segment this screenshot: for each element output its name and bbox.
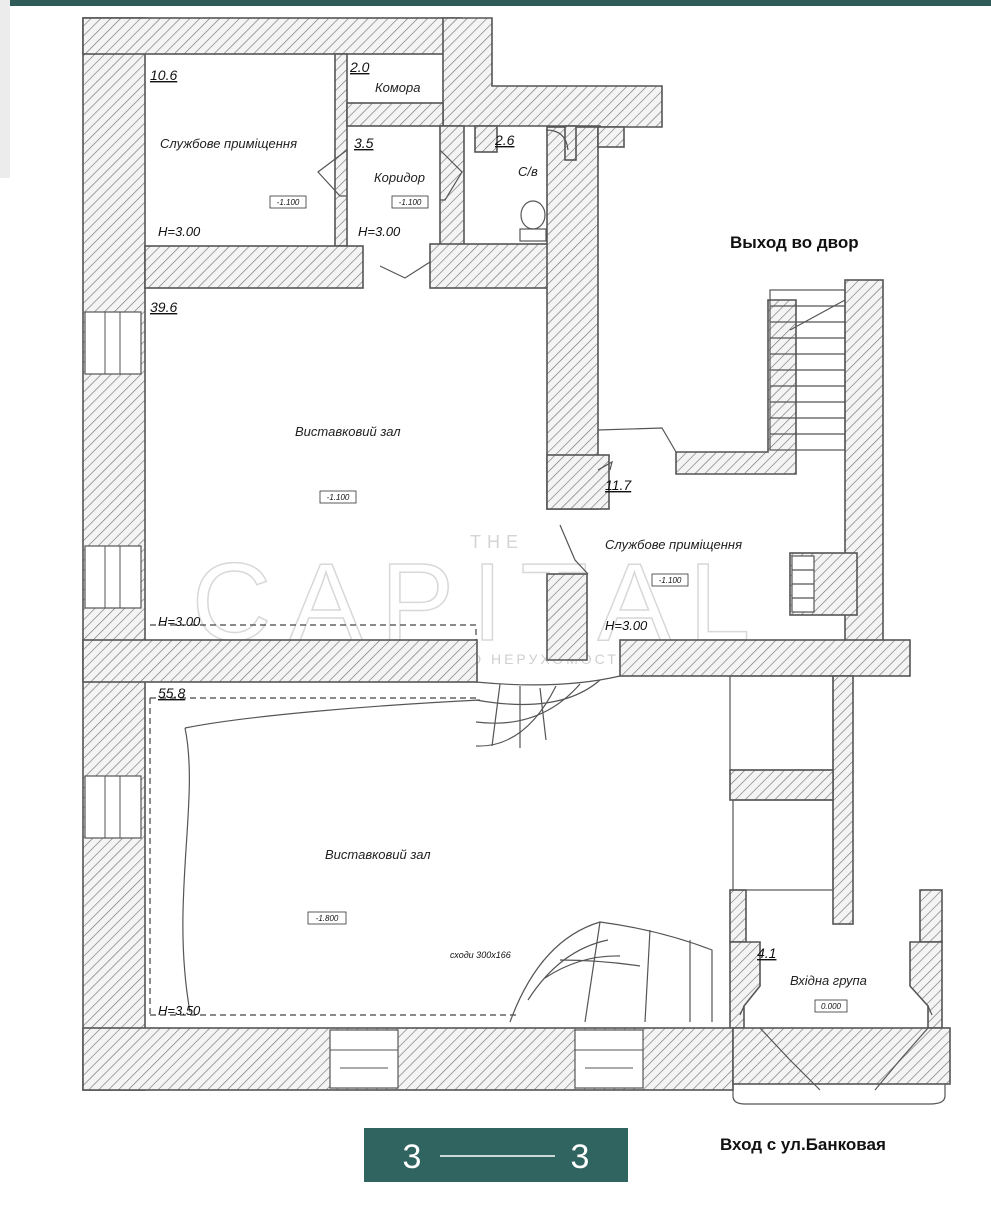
room-level: -1.100 — [659, 576, 682, 585]
hall-lower-outline — [149, 697, 520, 1016]
room-name: Виставковий зал — [325, 847, 431, 862]
room-height: H=3.00 — [158, 614, 201, 629]
room-name: С/в — [518, 164, 538, 179]
room-area: 11.7 — [605, 477, 632, 493]
room-labels: 10.6 Службове приміщення -1.100 H=3.00 2… — [150, 59, 867, 1018]
room-level: -1.100 — [399, 198, 422, 207]
room-name: Комора — [375, 80, 421, 95]
top-border — [0, 0, 991, 6]
small-stair — [791, 555, 815, 613]
vestibule-frame — [729, 675, 946, 1105]
room-name: Вхідна група — [790, 973, 867, 988]
room-area: 2.0 — [349, 59, 370, 75]
room-level: -1.100 — [277, 198, 300, 207]
room-area: 3.5 — [354, 135, 374, 151]
room-name: Службове приміщення — [160, 136, 297, 151]
room-level: 0.000 — [821, 1002, 842, 1011]
room-area: 2.6 — [494, 132, 515, 148]
room-area: 39.6 — [150, 299, 177, 315]
room-level: -1.100 — [327, 493, 350, 502]
pager-bar — [364, 1128, 628, 1182]
room-level: -1.800 — [316, 914, 339, 923]
stair-courtyard — [769, 289, 846, 451]
hall-lower-curve — [182, 699, 481, 1013]
street-entrance-label: Вход с ул.Банковая — [720, 1135, 886, 1154]
toilet-fixture — [519, 129, 569, 242]
room-area: 55.8 — [158, 685, 185, 701]
room-name: Коридор — [374, 170, 425, 185]
courtyard-exit-label: Выход во двор — [730, 233, 859, 252]
left-edge-shade — [0, 0, 10, 178]
watermark-top: THE — [470, 532, 524, 552]
room-height: H=3.00 — [358, 224, 401, 239]
room-name: Виставковий зал — [295, 424, 401, 439]
room-area: 10.6 — [150, 67, 177, 83]
room-name: Службове приміщення — [605, 537, 742, 552]
room-height: H=3.00 — [158, 224, 201, 239]
room-height: H=3.00 — [605, 618, 648, 633]
stair-lower-hall — [509, 921, 713, 1023]
hall-upper-outline — [150, 624, 477, 640]
doors — [317, 149, 933, 1016]
room-height: H=3.50 — [158, 1003, 201, 1018]
pager-left: 3 — [403, 1138, 422, 1176]
stair-between-halls — [475, 675, 621, 748]
pager-right: 3 — [571, 1138, 590, 1176]
windows — [84, 311, 644, 1089]
stair-note: сходи 300х166 — [450, 950, 511, 960]
room-area: 4.1 — [757, 945, 776, 961]
